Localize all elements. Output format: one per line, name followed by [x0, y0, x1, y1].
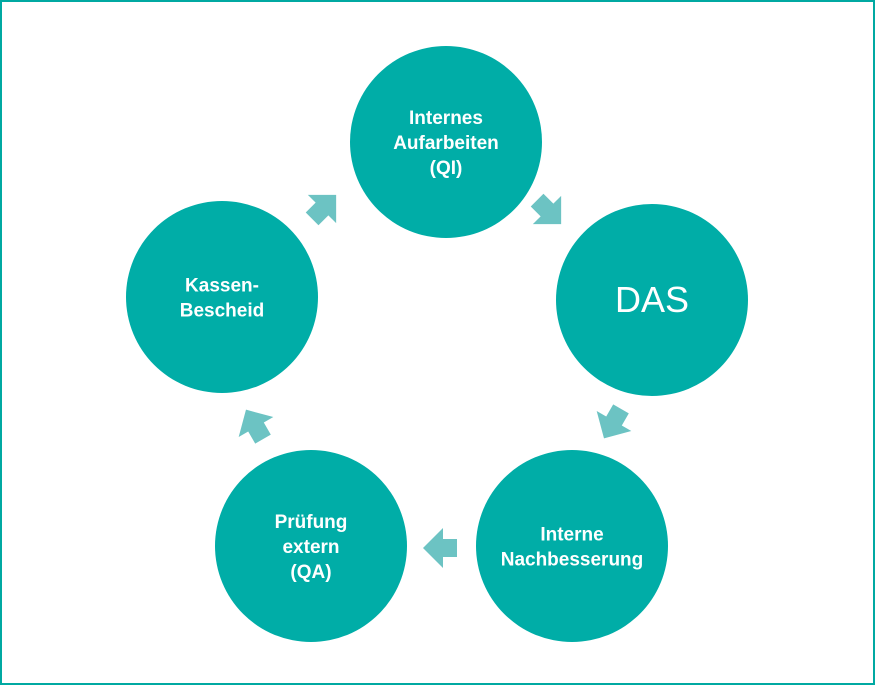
node-label-line: Internes	[409, 108, 483, 129]
node-label-line: Prüfung	[275, 512, 348, 533]
arrow-interne-nachbesserung-to-pruefung-extern	[423, 528, 457, 568]
arrow-kassen-bescheid-to-internes-aufarbeiten	[305, 194, 337, 226]
node-circle-pruefung-extern	[215, 450, 407, 642]
node-label-line: DAS	[615, 279, 689, 320]
node-label-das: DAS	[615, 279, 689, 320]
node-label-line: extern	[282, 537, 339, 558]
node-label-kassen-bescheid: Kassen- Bescheid	[180, 276, 264, 322]
arrow-pruefung-extern-to-kassen-bescheid	[238, 409, 274, 444]
node-label-line: (QI)	[430, 158, 463, 179]
node-label-line: Aufarbeiten	[393, 133, 499, 154]
arrow-internes-aufarbeiten-to-das	[530, 193, 562, 225]
node-label-pruefung-extern: Prüfung extern (QA)	[275, 512, 348, 583]
node-circle-das	[556, 204, 748, 396]
node-label-line: Bescheid	[180, 301, 264, 322]
node-label-line: Nachbesserung	[501, 550, 644, 571]
arrows-layer	[238, 193, 632, 568]
node-circle-interne-nachbesserung	[476, 450, 668, 642]
node-circle-internes-aufarbeiten	[350, 46, 542, 238]
arrow-das-to-interne-nachbesserung	[596, 404, 632, 439]
node-circle-kassen-bescheid	[126, 201, 318, 393]
node-label-line: Kassen-	[185, 276, 259, 297]
node-label-line: (QA)	[290, 562, 331, 583]
node-label-line: Interne	[540, 525, 603, 546]
